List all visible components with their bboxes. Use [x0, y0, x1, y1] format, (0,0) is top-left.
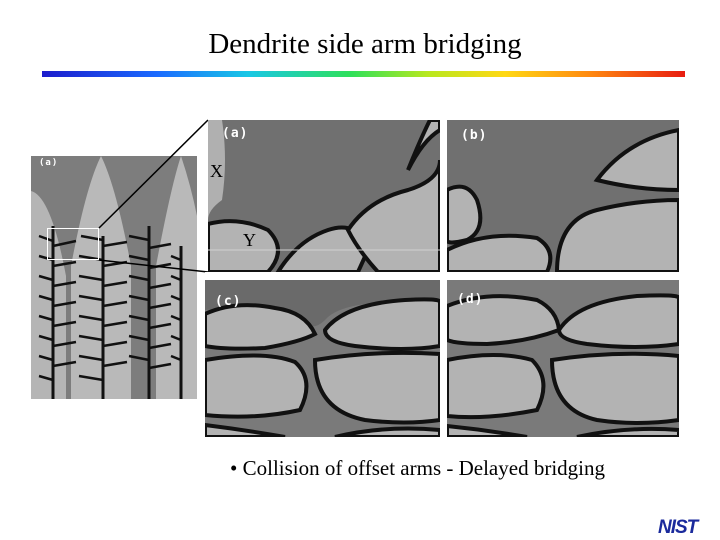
bullet-point: • Collision of offset arms - Delayed bri… [230, 456, 605, 480]
overview-panel-label: (a) [39, 158, 59, 168]
simulation-panel-c: (c) [205, 280, 440, 437]
panel-divider-horizontal [205, 272, 679, 280]
panel-b-label: (b) [461, 128, 488, 143]
simulation-panel-b: (b) [447, 120, 679, 272]
slide-title: Dendrite side arm bridging [208, 28, 522, 60]
rainbow-divider [42, 71, 685, 77]
nist-logo-text: NIST [658, 517, 700, 535]
panel-c-label: (c) [215, 294, 242, 309]
dendrite-overview-image: (a) [31, 156, 197, 399]
panel-a-label: (a) [222, 126, 249, 141]
nist-logo: NIST [658, 517, 716, 540]
simulation-panel-a: (a) [208, 120, 440, 272]
simulation-panel-d: (d) [447, 280, 679, 437]
panel-d-label: (d) [457, 292, 484, 307]
marker-x: X [210, 161, 223, 181]
marker-y: Y [243, 230, 256, 250]
zoom-region-box [47, 228, 99, 260]
